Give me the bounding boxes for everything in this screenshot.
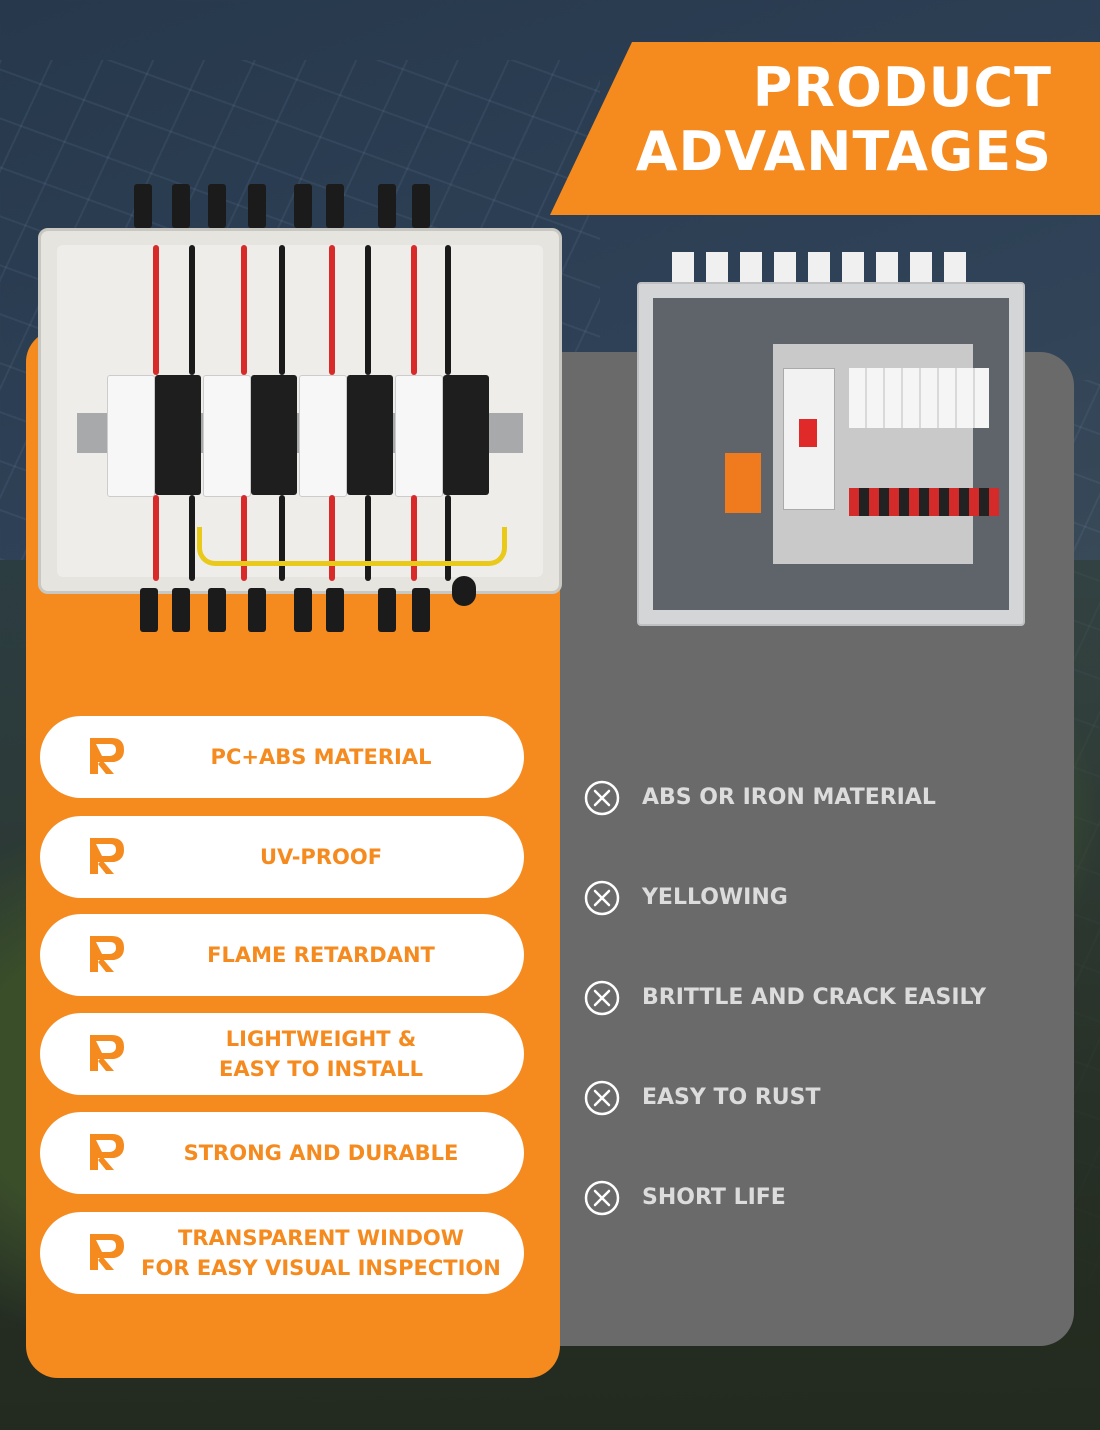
- black-wire: [189, 495, 195, 581]
- mc4-connector: [134, 184, 152, 228]
- mc4-connector: [172, 184, 190, 228]
- disadvantage-item: YELLOWING: [584, 878, 1044, 922]
- black-wire: [279, 245, 285, 375]
- mc4-connector: [412, 588, 430, 632]
- advantage-item: LIGHTWEIGHT &EASY TO INSTALL: [40, 1013, 524, 1095]
- main-breaker: [783, 368, 835, 510]
- advantage-item: STRONG AND DURABLE: [40, 1112, 524, 1194]
- red-wire: [153, 495, 159, 581]
- advantage-item: FLAME RETARDANT: [40, 914, 524, 996]
- mc4-connector: [140, 588, 158, 632]
- disadvantage-label: ABS OR IRON MATERIAL: [642, 785, 936, 810]
- mc4-connector: [208, 588, 226, 632]
- disadvantage-label: EASY TO RUST: [642, 1085, 821, 1110]
- disadvantage-label: BRITTLE AND CRACK EASILY: [642, 985, 987, 1010]
- x-circle-icon: [584, 1080, 620, 1116]
- brand-logo-icon: [90, 936, 124, 972]
- black-wire: [365, 245, 371, 375]
- title-banner: [550, 42, 1100, 215]
- mc4-connector: [378, 184, 396, 228]
- fuse-holders: [849, 488, 999, 516]
- disadvantage-item: EASY TO RUST: [584, 1078, 1044, 1122]
- page-title-line1: PRODUCT: [752, 56, 1052, 119]
- surge-protector-module: [155, 375, 201, 495]
- black-wire: [279, 495, 285, 581]
- breaker-switch: [799, 419, 817, 447]
- disadvantage-item: SHORT LIFE: [584, 1178, 1044, 1222]
- metal-enclosure-interior: [653, 298, 1009, 610]
- page-title: PRODUCT ADVANTAGES: [592, 56, 1052, 184]
- advantage-item: PC+ABS MATERIAL: [40, 716, 524, 798]
- orange-spd: [725, 453, 761, 513]
- mc4-connector: [326, 588, 344, 632]
- product-combiner-box-photo: [38, 228, 562, 594]
- disadvantage-item: BRITTLE AND CRACK EASILY: [584, 978, 1044, 1022]
- mini-breakers: [849, 368, 989, 428]
- brand-logo-icon: [90, 838, 124, 874]
- box-interior: [57, 245, 543, 581]
- brand-logo-icon: [90, 738, 124, 774]
- x-circle-icon: [584, 780, 620, 816]
- mc4-connector: [378, 588, 396, 632]
- breaker-module: [107, 375, 155, 497]
- mc4-connector: [248, 184, 266, 228]
- surge-protector-module: [443, 375, 489, 495]
- breaker-module: [299, 375, 347, 497]
- cable-gland: [452, 576, 476, 606]
- mc4-connector: [208, 184, 226, 228]
- mc4-connector: [248, 588, 266, 632]
- metal-enclosure: [637, 282, 1025, 626]
- red-wire: [241, 245, 247, 375]
- disadvantage-label: YELLOWING: [642, 885, 788, 910]
- brand-logo-icon: [90, 1134, 124, 1170]
- breaker-module: [395, 375, 443, 497]
- red-wire: [329, 495, 335, 581]
- advantage-label: UV-PROOF: [259, 845, 383, 869]
- page-title-line2: ADVANTAGES: [635, 120, 1052, 183]
- mc4-connector: [326, 184, 344, 228]
- black-wire: [445, 495, 451, 581]
- brand-logo-icon: [90, 1234, 124, 1270]
- black-wire: [189, 245, 195, 375]
- mc4-connector: [294, 588, 312, 632]
- x-circle-icon: [584, 980, 620, 1016]
- red-wire: [329, 245, 335, 375]
- red-wire: [411, 245, 417, 375]
- black-wire: [365, 495, 371, 581]
- black-wire: [445, 245, 451, 375]
- red-wire: [411, 495, 417, 581]
- advantage-item: UV-PROOF: [40, 816, 524, 898]
- brand-logo-icon: [90, 1035, 124, 1071]
- surge-protector-module: [347, 375, 393, 495]
- advantage-label: STRONG AND DURABLE: [183, 1141, 459, 1165]
- disadvantage-item: ABS OR IRON MATERIAL: [584, 778, 1044, 822]
- surge-protector-module: [251, 375, 297, 495]
- red-wire: [241, 495, 247, 581]
- advantage-label: FLAME RETARDANT: [207, 943, 435, 967]
- advantage-label: PC+ABS MATERIAL: [210, 745, 432, 769]
- red-wire: [153, 245, 159, 375]
- competitor-metal-box-photo: [612, 252, 1025, 626]
- disadvantage-label: SHORT LIFE: [642, 1185, 786, 1210]
- mc4-connector: [294, 184, 312, 228]
- mc4-connector: [412, 184, 430, 228]
- x-circle-icon: [584, 880, 620, 916]
- cable-glands-top: [672, 252, 972, 282]
- advantage-label: LIGHTWEIGHT &EASY TO INSTALL: [219, 1027, 423, 1081]
- mc4-connector: [172, 588, 190, 632]
- breaker-module: [203, 375, 251, 497]
- x-circle-icon: [584, 1180, 620, 1216]
- yellow-bus-wire: [197, 527, 507, 566]
